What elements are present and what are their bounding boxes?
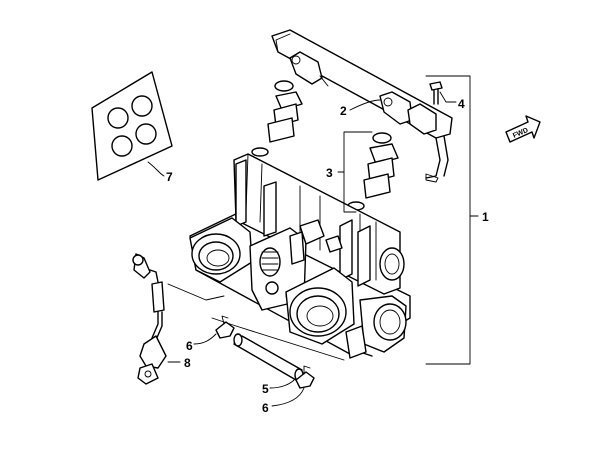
callout-7: 7: [166, 170, 173, 184]
fuel-rail: [271, 29, 453, 183]
callout-5: 5: [262, 382, 269, 396]
callout-8: 8: [184, 356, 191, 370]
callout-3: 3: [326, 166, 333, 180]
callout-2: 2: [340, 104, 347, 118]
hose-clamp-lower: [295, 365, 315, 389]
callout-4: 4: [458, 97, 465, 111]
rail-bolt: [429, 81, 443, 105]
fuel-injector-right: [347, 132, 399, 211]
callout-6-lower: 6: [262, 401, 269, 415]
hose: [233, 333, 304, 382]
fuel-injector-left: [251, 80, 303, 157]
throttle-body: [189, 153, 411, 359]
callout-1: 1: [482, 210, 489, 224]
sensor-harness: [132, 253, 167, 385]
leader-lines: [147, 75, 479, 407]
forward-arrow: FWD: [505, 115, 541, 143]
hose-clamp-upper: [215, 315, 235, 339]
callout-6-upper: 6: [186, 339, 193, 353]
callout-labels: 1 2 3 4 5 6 6 7 8: [166, 97, 489, 415]
gasket-panel: [91, 71, 173, 181]
